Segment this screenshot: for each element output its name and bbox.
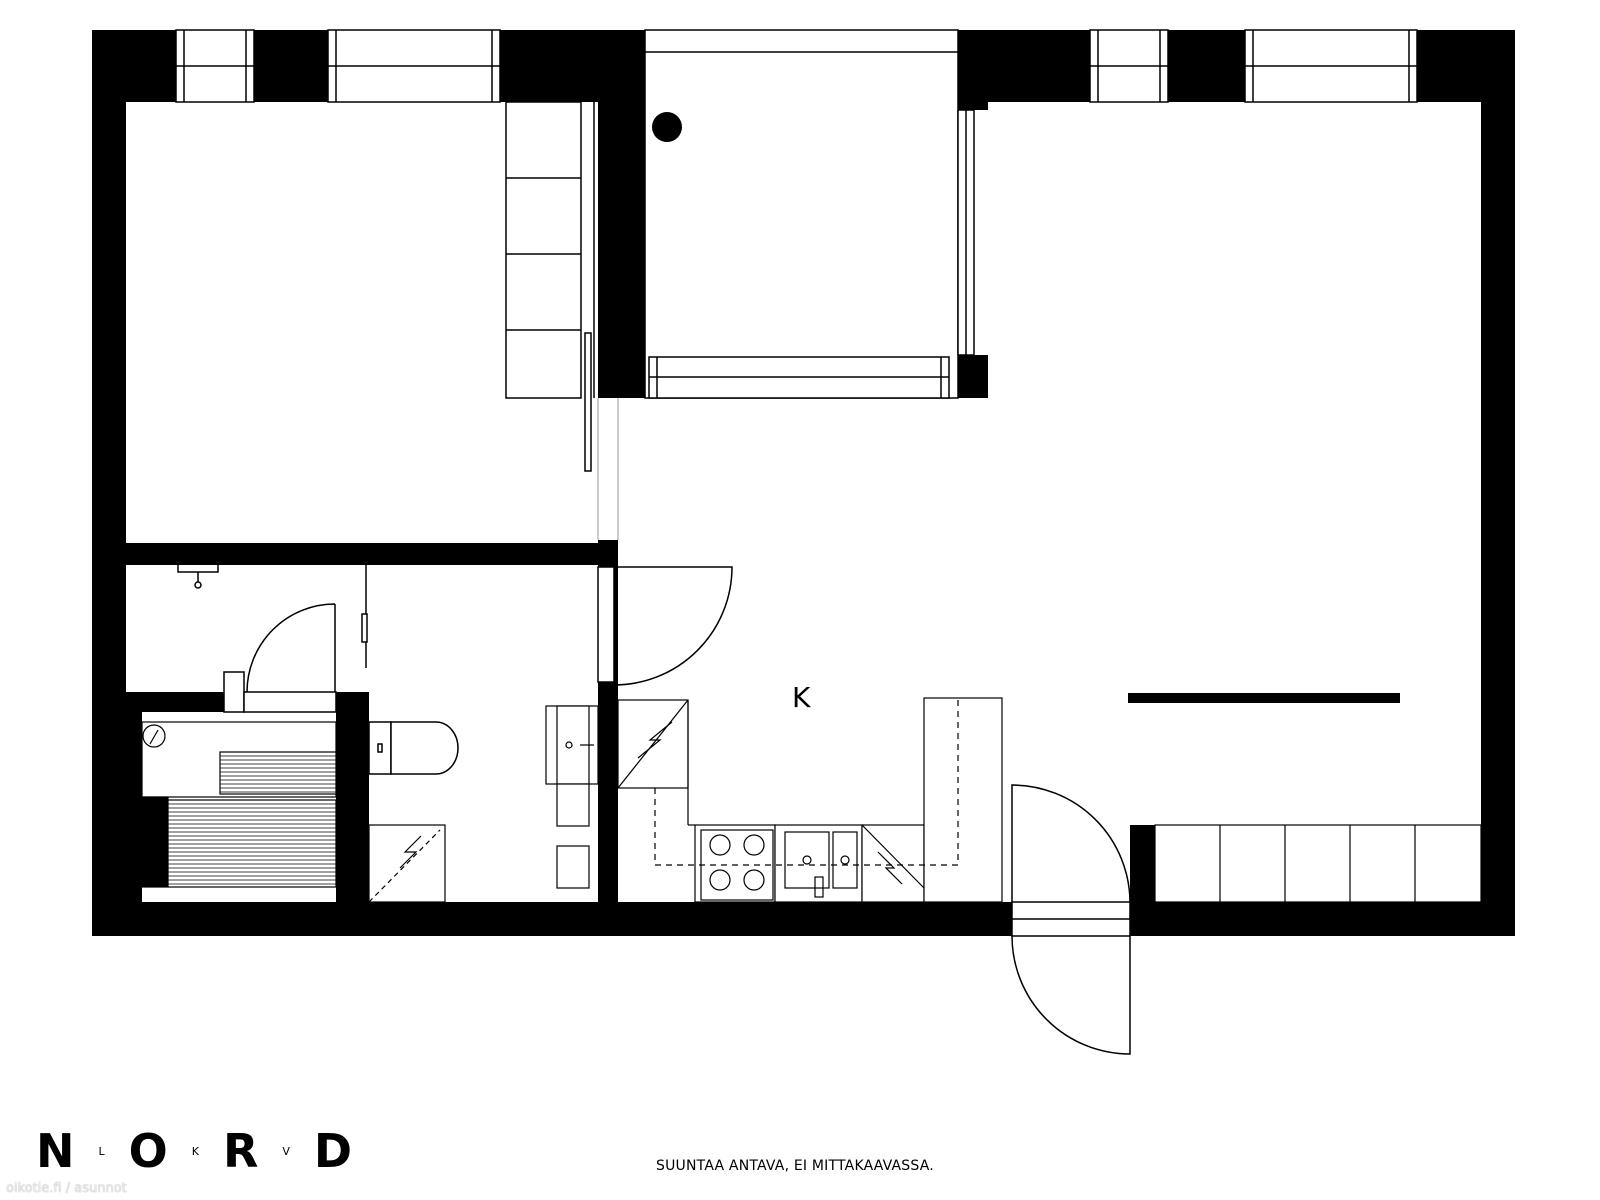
- sliding-door: [584, 332, 619, 540]
- logo-letter: N: [36, 1124, 75, 1178]
- entrance-door: [1011, 784, 1131, 1055]
- logo-letter: L: [98, 1144, 105, 1158]
- logo-letter: D: [313, 1124, 353, 1178]
- bathroom-door: [597, 566, 733, 686]
- shower-icon: [177, 563, 219, 589]
- nord-logo: N L O K R V D: [36, 1128, 352, 1174]
- shower-tray: [368, 824, 446, 903]
- sauna-benches: [141, 721, 337, 888]
- sauna-bench-slats: [168, 755, 336, 885]
- kitchen-sink-icon: [784, 831, 858, 898]
- washbasin-icon: [545, 705, 599, 889]
- logo-letter: K: [191, 1144, 199, 1158]
- sauna-stove-icon: [142, 724, 166, 748]
- balcony-area: [645, 30, 958, 398]
- toilet-icon: [368, 721, 459, 775]
- living-room-cabinets: [1154, 824, 1482, 903]
- balcony-post-icon: [652, 112, 682, 142]
- wardrobe: [505, 101, 595, 399]
- balcony-door: [648, 109, 975, 399]
- interior-walls: [126, 30, 1155, 902]
- kitchen-units: [617, 697, 1003, 903]
- logo-letter: V: [282, 1144, 290, 1158]
- windows-top: [175, 29, 1418, 103]
- logo-letter: R: [222, 1124, 259, 1178]
- room-label-kitchen: K: [792, 681, 811, 714]
- logo-letter: O: [128, 1124, 168, 1178]
- toilet-door: [223, 565, 368, 713]
- partition-bar: [1128, 693, 1400, 703]
- watermark: oikotie.fi / asunnot: [6, 1181, 127, 1196]
- disclaimer-text: SUUNTAA ANTAVA, EI MITTAKAAVASSA.: [656, 1158, 934, 1174]
- upper-cabinets-outline: [654, 700, 959, 866]
